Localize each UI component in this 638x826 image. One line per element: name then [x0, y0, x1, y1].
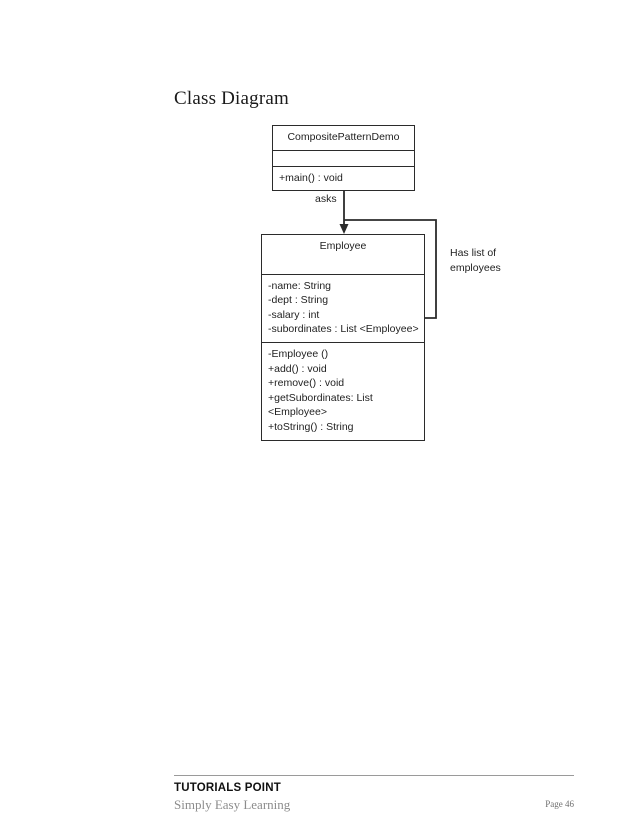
class-box-employee[interactable]: Employee -name: String -dept : String -s… — [261, 234, 425, 441]
attribute-line: -salary : int — [268, 308, 320, 321]
association-asks-arrowhead — [339, 224, 349, 234]
footer-page-number: Page 46 — [545, 799, 574, 809]
class-name-composite-pattern-demo: CompositePatternDemo — [273, 126, 414, 151]
method-line: -Employee () — [268, 347, 329, 360]
class-attributes-composite-pattern-demo — [273, 151, 414, 167]
class-name-employee: Employee — [319, 240, 367, 252]
self-association-loop-line — [344, 219, 437, 319]
association-label-asks: asks — [315, 193, 337, 205]
footer-brand: TUTORIALS POINT — [174, 782, 281, 794]
attribute-line: -subordinates : List <Employee> — [268, 323, 419, 336]
method-line: +toString() : String — [268, 420, 354, 433]
class-methods-composite-pattern-demo: +main() : void — [273, 167, 414, 191]
method-line: +remove() : void — [268, 377, 345, 390]
method-line: +getSubordinates: List — [268, 391, 373, 404]
method-line: +main() : void — [279, 171, 343, 184]
class-methods-employee: -Employee () +add() : void +remove() : v… — [262, 343, 424, 440]
association-label-has-list-of-employees: Has list of employees — [450, 246, 560, 275]
class-name-spacer-employee — [262, 259, 424, 275]
note-line-2: employees — [450, 261, 501, 274]
footer-tagline: Simply Easy Learning — [174, 797, 291, 812]
uml-class-diagram: CompositePatternDemo +main() : void asks… — [261, 125, 560, 441]
method-line: +add() : void — [268, 362, 327, 375]
attribute-line: -name: String — [268, 279, 332, 292]
footer-divider — [174, 775, 574, 776]
class-attributes-employee: -name: String -dept : String -salary : i… — [262, 275, 424, 343]
method-line: <Employee> — [268, 406, 327, 419]
attribute-line: -dept : String — [268, 294, 329, 307]
note-line-1: Has list of — [450, 247, 497, 259]
class-box-composite-pattern-demo[interactable]: CompositePatternDemo +main() : void — [272, 125, 415, 192]
page-title: Class Diagram — [174, 88, 289, 109]
